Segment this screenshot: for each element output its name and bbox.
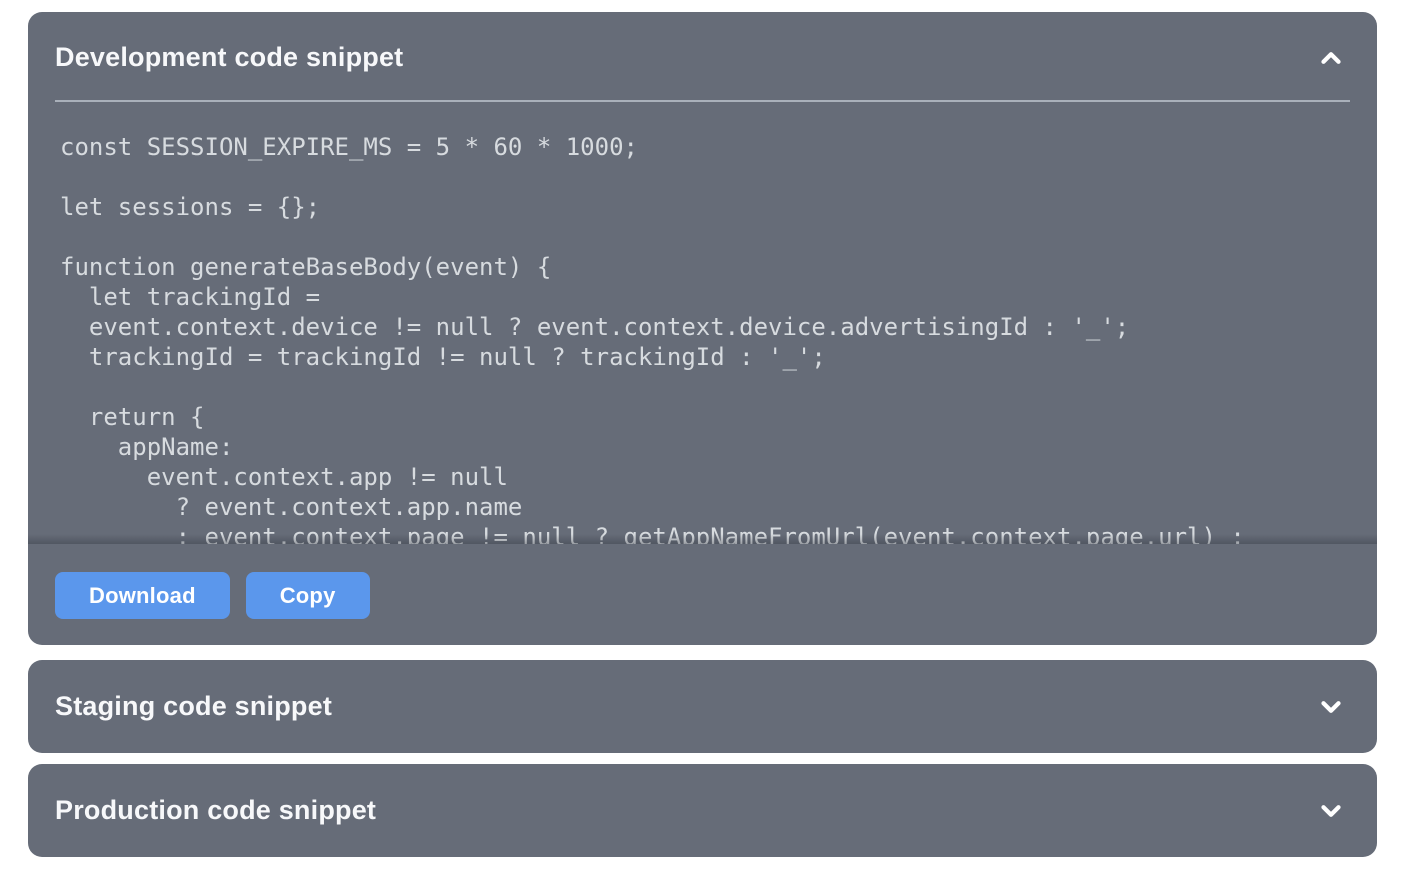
development-snippet-title: Development code snippet bbox=[55, 42, 404, 72]
chevron-up-icon[interactable] bbox=[1316, 43, 1346, 73]
download-button[interactable]: Download bbox=[55, 572, 230, 619]
chevron-down-icon[interactable] bbox=[1316, 796, 1346, 826]
staging-snippet-title: Staging code snippet bbox=[55, 691, 333, 721]
header-divider bbox=[55, 100, 1350, 102]
development-snippet-header[interactable]: Development code snippet bbox=[28, 12, 1377, 73]
copy-button[interactable]: Copy bbox=[245, 572, 370, 619]
staging-snippet-panel[interactable]: Staging code snippet bbox=[28, 660, 1377, 753]
chevron-down-icon[interactable] bbox=[1316, 692, 1346, 722]
production-snippet-panel[interactable]: Production code snippet bbox=[28, 764, 1377, 857]
production-snippet-title: Production code snippet bbox=[55, 795, 377, 825]
code-scroll-area[interactable]: const SESSION_EXPIRE_MS = 5 * 60 * 1000;… bbox=[28, 132, 1377, 544]
snippet-actions: Download Copy bbox=[28, 544, 1377, 619]
development-code-snippet: const SESSION_EXPIRE_MS = 5 * 60 * 1000;… bbox=[60, 133, 1245, 544]
development-snippet-panel: Development code snippet const SESSION_E… bbox=[28, 12, 1377, 645]
